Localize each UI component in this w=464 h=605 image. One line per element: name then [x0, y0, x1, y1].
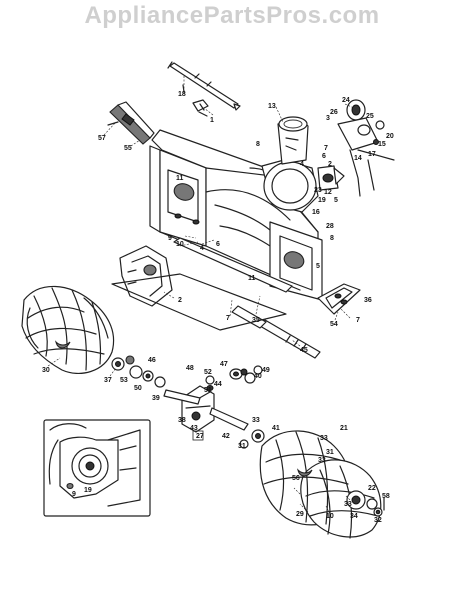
callout-33: 33 [252, 417, 260, 424]
callout-45: 45 [300, 347, 308, 354]
callout-38: 38 [178, 417, 186, 424]
callout-7-right: 7 [356, 317, 360, 324]
callout-27-box [192, 430, 204, 441]
callout-27: 27 [196, 433, 204, 440]
callout-22: 22 [368, 485, 376, 492]
callout-1: 1 [210, 117, 214, 124]
callout-9-inset: 9 [72, 491, 76, 498]
callout-31-b: 31 [326, 449, 334, 456]
callout-26: 26 [330, 109, 338, 116]
callout-4-top: 4 [300, 161, 304, 168]
callout-7-top: 7 [324, 145, 328, 152]
callout-36: 36 [364, 297, 372, 304]
callout-57: 57 [98, 135, 106, 142]
callout-43: 43 [190, 425, 198, 432]
callout-10-top: 10 [176, 241, 184, 248]
callout-6: 6 [216, 241, 220, 248]
callout-49: 49 [262, 367, 270, 374]
callout-labels: 18 1 57 55 13 3 24 26 25 20 15 17 14 8 7… [42, 91, 394, 524]
callout-13: 13 [268, 103, 276, 110]
callout-44: 44 [214, 381, 222, 388]
crank-bracket [192, 99, 209, 117]
callout-29: 29 [296, 511, 304, 518]
scraper-bar [111, 273, 287, 331]
callout-42: 42 [222, 433, 230, 440]
leader-lines [47, 76, 355, 515]
callout-33-b: 33 [320, 435, 328, 442]
callout-51: 51 [204, 387, 212, 394]
callout-10: 10 [326, 513, 334, 520]
callout-8: 8 [330, 235, 334, 242]
callout-3: 3 [326, 115, 330, 122]
callout-33-d: 33 [344, 501, 352, 508]
callout-23: 23 [314, 187, 322, 194]
gearbox [163, 385, 249, 433]
auger-left [21, 285, 115, 374]
callout-16: 16 [312, 209, 320, 216]
left-hardware [111, 355, 166, 388]
callout-11-top: 11 [176, 175, 184, 182]
callout-37: 37 [104, 377, 112, 384]
chute-crank-rod [167, 61, 241, 111]
callout-15: 15 [378, 141, 386, 148]
impeller-housing [261, 116, 319, 213]
callout-19-top: 19 [318, 197, 326, 204]
callout-5-top: 5 [334, 197, 338, 204]
auger-shaft [231, 305, 321, 359]
callout-55: 55 [124, 145, 132, 152]
callout-19: 19 [84, 487, 92, 494]
callout-7: 7 [226, 315, 230, 322]
callout-2-top: 2 [328, 161, 332, 168]
callout-30: 30 [42, 367, 50, 374]
drive-pulley-assembly [337, 99, 395, 197]
callout-18: 18 [178, 91, 186, 98]
callout-46: 46 [148, 357, 156, 364]
callout-11: 11 [248, 275, 256, 282]
auger-right [259, 430, 382, 539]
callout-52: 52 [204, 369, 212, 376]
callout-33-c: 33 [318, 457, 326, 464]
callout-48: 48 [186, 365, 194, 372]
callout-39: 39 [152, 395, 160, 402]
callout-58: 58 [382, 493, 390, 500]
callout-8-top: 8 [256, 141, 260, 148]
callout-31: 31 [238, 443, 246, 450]
callout-50: 50 [134, 385, 142, 392]
callout-28: 28 [326, 223, 334, 230]
callout-53: 53 [120, 377, 128, 384]
callout-25: 25 [366, 113, 374, 120]
callout-54: 54 [330, 321, 338, 328]
callout-47: 47 [220, 361, 228, 368]
shift-lever [107, 101, 155, 145]
callout-17: 17 [368, 151, 376, 158]
callout-12: 12 [324, 189, 332, 196]
watermark: AppliancePartsPros.com [84, 2, 380, 29]
inset-detail [43, 419, 151, 517]
belt-guide-bracket [317, 165, 345, 191]
callout-34: 34 [350, 513, 358, 520]
callout-40: 40 [254, 373, 262, 380]
callout-9: 9 [168, 235, 172, 242]
callout-20: 20 [386, 133, 394, 140]
callout-5: 5 [316, 263, 320, 270]
shaft-bearings [205, 365, 263, 391]
callout-41: 41 [272, 425, 280, 432]
callout-32: 32 [374, 517, 382, 524]
skid-shoe [317, 283, 361, 315]
gearbox-cover [119, 245, 173, 307]
callout-2: 2 [178, 297, 182, 304]
callout-56: 56 [292, 475, 300, 482]
right-hardware [239, 429, 385, 517]
callout-35: 35 [252, 317, 260, 324]
callout-24: 24 [342, 97, 350, 104]
callout-14: 14 [354, 155, 362, 162]
callout-6-top: 6 [322, 153, 326, 160]
callout-4: 4 [200, 245, 204, 252]
callout-21: 21 [340, 425, 348, 432]
